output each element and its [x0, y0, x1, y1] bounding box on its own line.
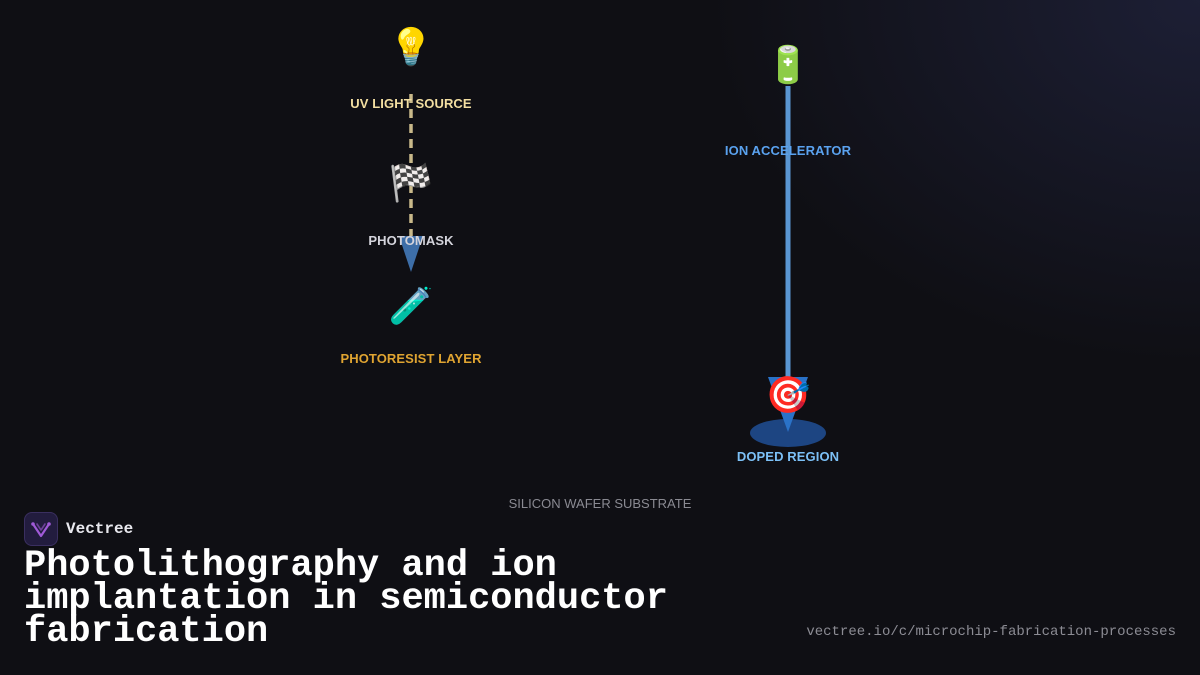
- brand: Vectree: [24, 512, 133, 546]
- uv-light-source-label: UV LIGHT SOURCE: [350, 96, 472, 111]
- ion-beam-arrowhead: [768, 377, 808, 432]
- light-path-arrowhead: [399, 236, 423, 272]
- page-title: Photolithography and ion implantation in…: [24, 545, 668, 653]
- doped-region-label: DOPED REGION: [736, 449, 840, 464]
- substrate-label: SILICON WAFER SUBSTRATE: [508, 496, 692, 511]
- ion-accelerator-label: ION ACCELERATOR: [724, 143, 852, 158]
- photoresist-layer-label: PHOTORESIST LAYER: [340, 351, 482, 366]
- vectree-logo-icon: [24, 512, 58, 546]
- doped-region-ellipse: [750, 419, 826, 447]
- target-icon: 🎯: [765, 375, 811, 416]
- brand-name: Vectree: [66, 520, 134, 538]
- battery-icon: 🔋: [765, 45, 811, 86]
- test-tube-icon: 🧪: [388, 286, 434, 327]
- photomask-label: PHOTOMASK: [368, 233, 454, 248]
- light-bulb-icon: 💡: [388, 27, 434, 68]
- checkered-flag-icon: 🏁: [388, 163, 434, 204]
- source-url: vectree.io/c/microchip-fabrication-proce…: [806, 624, 1176, 640]
